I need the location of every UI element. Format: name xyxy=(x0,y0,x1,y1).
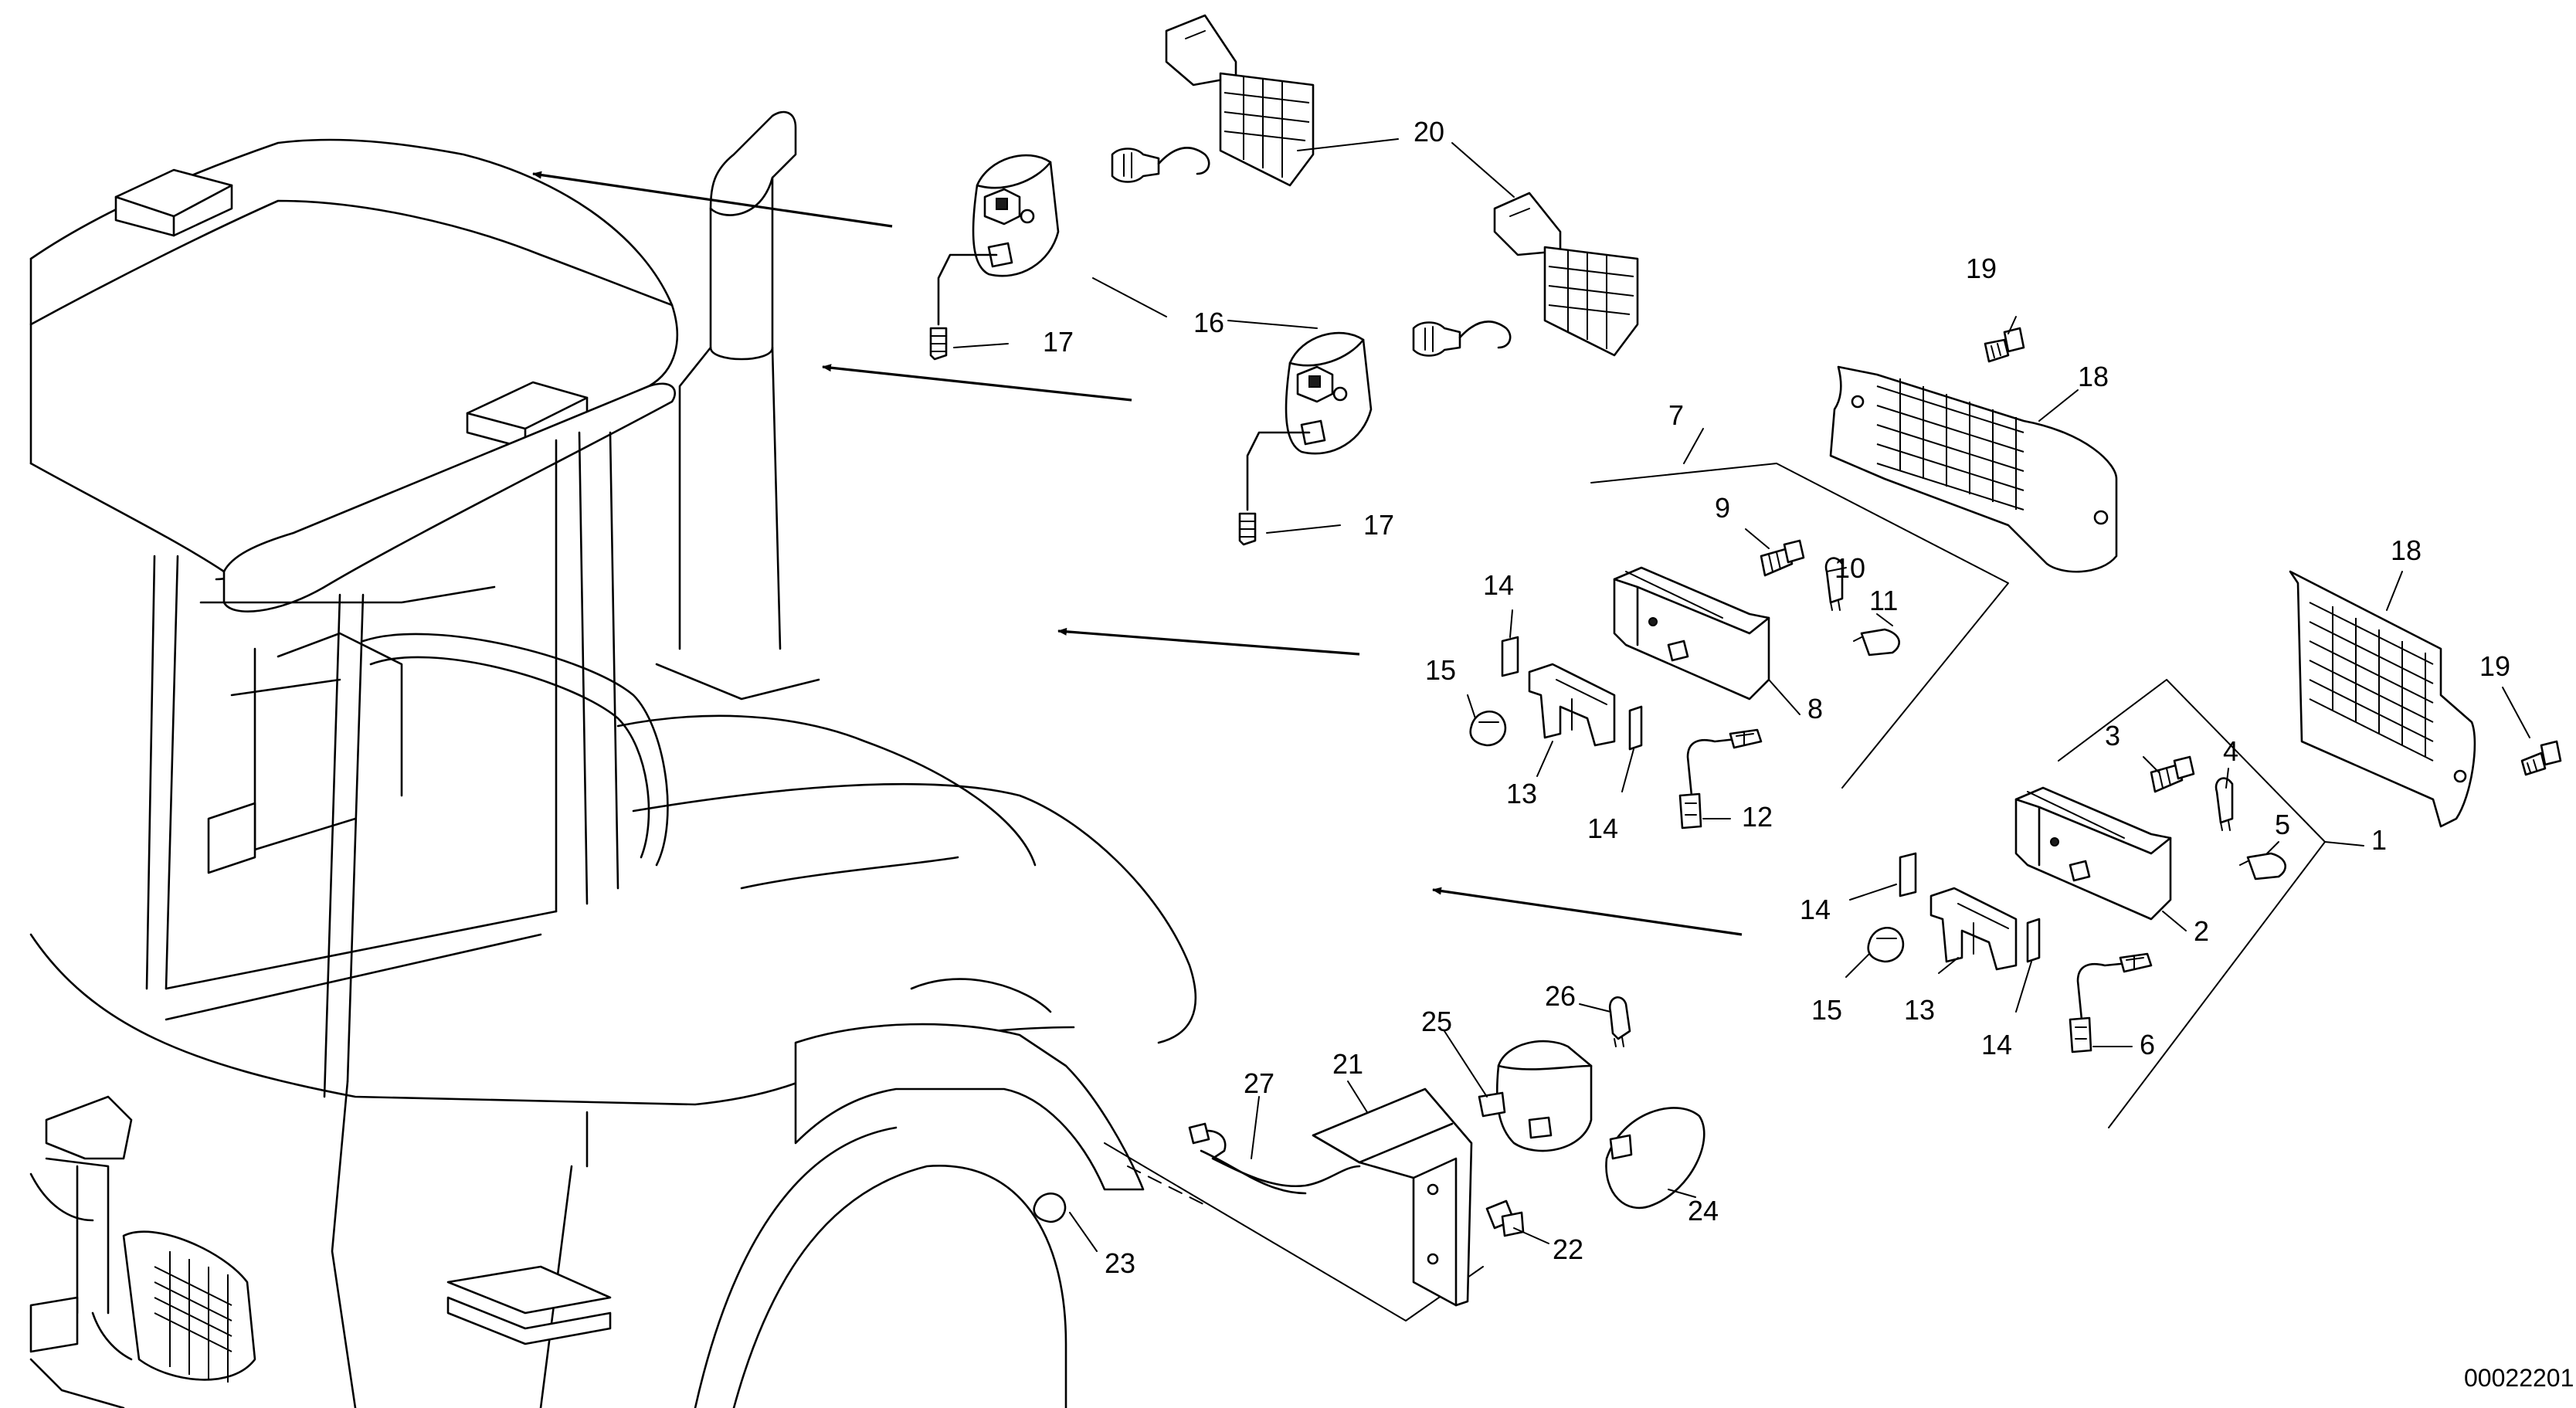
callout-15-lower: 15 xyxy=(1811,994,1842,1026)
callout-25: 25 xyxy=(1421,1006,1452,1037)
callout-12: 12 xyxy=(1742,801,1773,833)
leader-lines xyxy=(953,138,2530,1252)
arrow-tail-light-left xyxy=(1057,627,1360,656)
callout-4: 4 xyxy=(2223,735,2238,767)
callout-14-upper-right: 14 xyxy=(1587,813,1618,844)
callout-15-upper: 15 xyxy=(1425,654,1456,686)
callout-17-lower: 17 xyxy=(1363,509,1394,541)
callout-26: 26 xyxy=(1545,980,1576,1012)
callout-14-lower-right: 14 xyxy=(1981,1029,2012,1060)
callout-10: 10 xyxy=(1834,552,1865,584)
callout-24: 24 xyxy=(1688,1195,1719,1226)
callout-5: 5 xyxy=(2275,809,2290,840)
callout-13-upper: 13 xyxy=(1506,778,1537,809)
callout-17-upper: 17 xyxy=(1043,326,1074,358)
fasteners xyxy=(1984,327,2562,776)
callout-23: 23 xyxy=(1105,1247,1135,1279)
assembly-arrows xyxy=(532,171,1743,936)
callout-27: 27 xyxy=(1244,1067,1274,1099)
callout-16: 16 xyxy=(1193,307,1224,338)
tail-light-assembly-1 xyxy=(1867,679,2326,1128)
callout-18-right: 18 xyxy=(2391,534,2422,566)
callout-18-upper: 18 xyxy=(2078,361,2109,392)
callout-19-right: 19 xyxy=(2479,650,2510,682)
machine-outline xyxy=(29,110,1197,1408)
work-light-lower xyxy=(1238,192,1639,546)
callout-2: 2 xyxy=(2194,915,2209,947)
drawing-number: 00022201 xyxy=(2464,1364,2574,1392)
callout-9: 9 xyxy=(1715,492,1730,524)
callout-19-upper: 19 xyxy=(1966,253,1997,284)
callout-14-lower-left: 14 xyxy=(1800,894,1831,925)
work-light-upper xyxy=(929,14,1315,361)
callout-21: 21 xyxy=(1332,1048,1363,1080)
callout-6: 6 xyxy=(2140,1029,2155,1060)
callout-labels: 20 16 17 17 19 18 7 9 10 11 14 15 8 13 1… xyxy=(1043,116,2574,1392)
arrow-work-light-lower xyxy=(822,364,1132,402)
callout-14-upper-left: 14 xyxy=(1483,569,1514,601)
arrow-work-light-upper xyxy=(532,171,893,228)
callout-20: 20 xyxy=(1414,116,1444,148)
arrow-tail-light-right xyxy=(1432,887,1743,936)
tail-light-guard-upper xyxy=(1829,365,2118,573)
callout-3: 3 xyxy=(2105,720,2120,751)
callout-13-lower: 13 xyxy=(1904,994,1935,1026)
tail-light-guard-right xyxy=(2289,570,2476,828)
callout-22: 22 xyxy=(1553,1233,1583,1265)
callout-11: 11 xyxy=(1869,585,1898,616)
tail-light-assembly-7 xyxy=(1469,463,2009,830)
callout-8: 8 xyxy=(1807,693,1823,724)
callout-7: 7 xyxy=(1668,399,1684,431)
callout-1: 1 xyxy=(2371,824,2387,856)
license-light-assembly xyxy=(1033,996,1705,1321)
